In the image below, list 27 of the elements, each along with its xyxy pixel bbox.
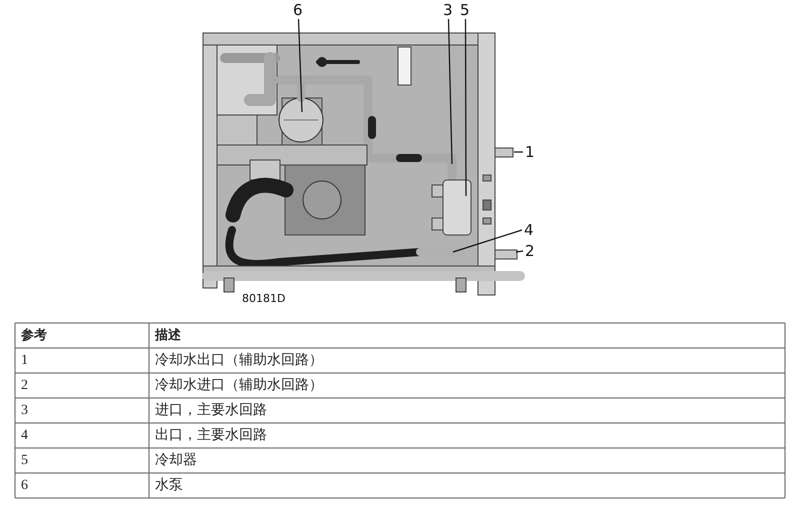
description-text: 冷却水进口（辅助水回路） (155, 377, 323, 395)
column-header: 参考 (21, 327, 47, 345)
leader-line (464, 19, 467, 196)
reference-number: 2 (21, 377, 28, 395)
reference-number: 5 (21, 452, 28, 470)
callout-number: 4 (524, 222, 534, 238)
reference-number: 3 (21, 402, 28, 420)
description-text: 水泵 (155, 477, 183, 495)
callout-number: 5 (460, 2, 470, 18)
description-text: 进口，主要水回路 (155, 402, 267, 420)
callout-number: 6 (293, 2, 303, 18)
leader-line (514, 151, 523, 153)
description-text: 冷却器 (155, 452, 197, 470)
callout-number: 1 (525, 144, 535, 160)
description-text: 冷却水出口（辅助水回路） (155, 352, 323, 370)
leader-line (448, 18, 453, 164)
reference-number: 6 (21, 477, 28, 495)
drawing-number: 80181D (242, 292, 286, 305)
reference-number: 1 (21, 352, 28, 370)
column-header: 描述 (155, 327, 181, 345)
description-text: 出口，主要水回路 (155, 427, 267, 445)
callout-number: 3 (443, 2, 453, 18)
leader-line (298, 18, 303, 112)
leader-line (452, 229, 522, 253)
callout-number: 2 (525, 243, 535, 259)
reference-number: 4 (21, 427, 28, 445)
leader-line (516, 250, 524, 253)
